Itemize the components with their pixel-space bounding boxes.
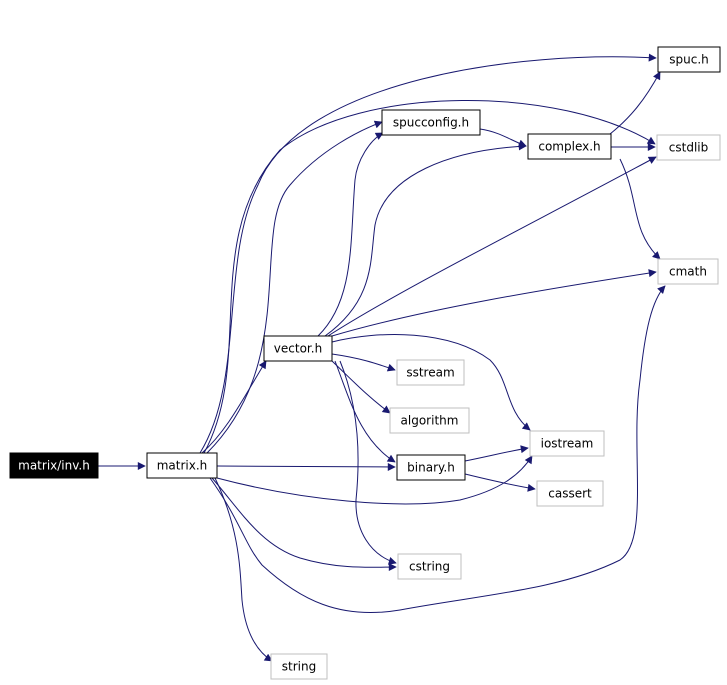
node-label: matrix/inv.h <box>18 459 90 473</box>
node-sstream: sstream <box>396 359 465 386</box>
node-iostream: iostream <box>529 430 605 457</box>
node-binary-h[interactable]: binary.h <box>396 454 466 481</box>
edge-vector-h-to-binary-h <box>334 360 396 463</box>
node-label: iostream <box>541 437 594 451</box>
edge-complex-h-to-cmath <box>619 158 661 260</box>
node-box <box>396 359 465 386</box>
node-label: cmath <box>669 265 707 279</box>
edge-matrix-h-to-iostream <box>216 455 533 505</box>
node-cassert: cassert <box>536 480 604 507</box>
edge-vector-h-to-sstream <box>331 353 396 372</box>
edge-binary-h-to-iostream <box>464 445 529 462</box>
node-string: string <box>270 653 328 680</box>
node-algorithm: algorithm <box>389 407 470 434</box>
edge-vector-h-to-cstring <box>339 360 397 565</box>
node-box <box>656 134 721 161</box>
node-spuc-h[interactable]: spuc.h <box>657 46 721 73</box>
node-box <box>263 335 333 362</box>
node-box <box>529 430 605 457</box>
node-box <box>536 480 604 507</box>
node-label: sstream <box>406 366 454 380</box>
node-vector-h[interactable]: vector.h <box>263 335 333 362</box>
node-cstring: cstring <box>397 553 462 580</box>
edge-vector-h-to-spucconfig-h <box>317 132 384 337</box>
edge-matrix-h-to-vector-h <box>201 360 267 454</box>
edge-binary-h-to-cassert <box>464 473 536 492</box>
node-box <box>9 452 99 479</box>
edge-matrix-h-to-cstring <box>211 477 397 572</box>
node-spucconfig-h[interactable]: spucconfig.h <box>381 109 481 136</box>
edges <box>98 53 666 662</box>
node-box <box>270 653 328 680</box>
node-box <box>657 258 719 285</box>
edge-matrix-h-to-binary-h <box>216 462 396 471</box>
edge-vector-h-to-algorithm <box>331 360 391 414</box>
edge-complex-h-to-spuc-h <box>609 71 661 135</box>
edge-spucconfig-h-to-complex-h <box>479 128 527 148</box>
node-box <box>389 407 470 434</box>
edge-vector-h-to-cmath <box>331 269 657 337</box>
node-label: binary.h <box>407 461 455 475</box>
node-label: algorithm <box>401 414 459 428</box>
edge-matrix-h-to-cstdlib <box>203 99 656 454</box>
node-box <box>146 452 218 479</box>
node-box <box>381 109 481 136</box>
node-box <box>657 46 721 73</box>
node-label: complex.h <box>538 140 600 154</box>
node-box <box>527 133 612 160</box>
node-inv-h[interactable]: matrix/inv.h <box>9 452 99 479</box>
node-label: cstdlib <box>669 141 708 155</box>
edge-vector-h-to-iostream <box>331 334 531 431</box>
edge-matrix-h-to-string <box>214 477 273 662</box>
edge-matrix-h-to-spucconfig-h <box>206 120 383 454</box>
node-cmath: cmath <box>657 258 719 285</box>
node-label: vector.h <box>274 342 322 356</box>
edge-vector-h-to-complex-h <box>324 142 527 337</box>
node-matrix-h[interactable]: matrix.h <box>146 452 218 479</box>
edge-vector-h-to-cstdlib <box>327 156 657 337</box>
node-cstdlib: cstdlib <box>656 134 721 161</box>
node-label: string <box>282 660 316 674</box>
node-box <box>397 553 462 580</box>
edge-matrix-h-to-cmath <box>209 285 666 614</box>
node-label: cassert <box>548 487 592 501</box>
node-label: spuc.h <box>669 53 709 67</box>
node-label: spucconfig.h <box>393 116 469 130</box>
node-complex-h[interactable]: complex.h <box>527 133 612 160</box>
nodes: matrix/inv.h matrix.h vector.h spucconfig.h… <box>9 46 721 680</box>
node-label: cstring <box>409 560 450 574</box>
node-label: matrix.h <box>157 459 208 473</box>
node-box <box>396 454 466 481</box>
